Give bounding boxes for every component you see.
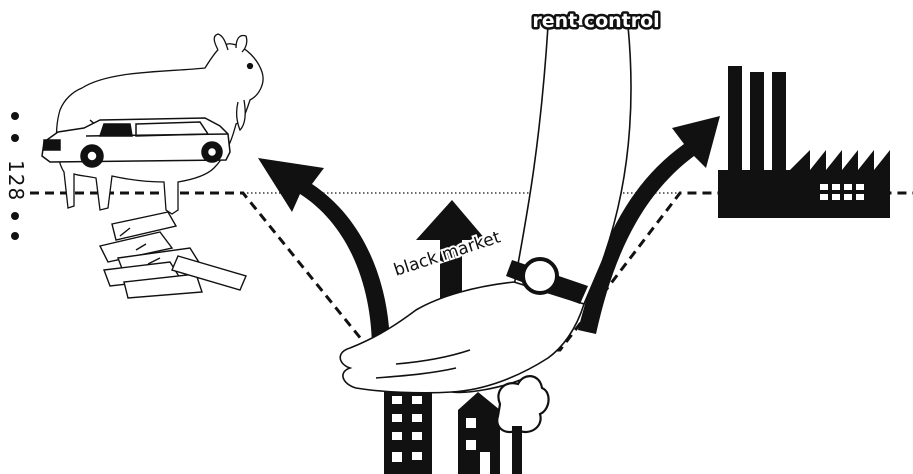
tree-icon [496,375,550,474]
title-badge: rent control [522,6,670,35]
factory-icon [718,66,890,218]
bullet-dot [11,212,19,220]
bullet-dot [11,134,19,142]
black-market-text: black market [392,232,503,281]
title-text: rent control [532,10,659,32]
curved-arrow-up-right-icon [578,116,720,334]
page-number-rail: 128 [2,108,30,248]
black-market-label: black market [389,225,512,282]
apartment-building-icon [384,386,432,474]
page-number: 128 [4,160,28,202]
bullet-dot [11,232,19,240]
bullet-dot [11,112,19,120]
house-icon [458,392,500,474]
curved-arrow-up-left-icon [258,158,390,350]
pressing-hand-icon [339,25,632,394]
fingers-icon [98,211,247,299]
arrow-up-icon [416,200,486,350]
wristwatch-icon [506,257,588,304]
limousine-icon [41,117,231,168]
